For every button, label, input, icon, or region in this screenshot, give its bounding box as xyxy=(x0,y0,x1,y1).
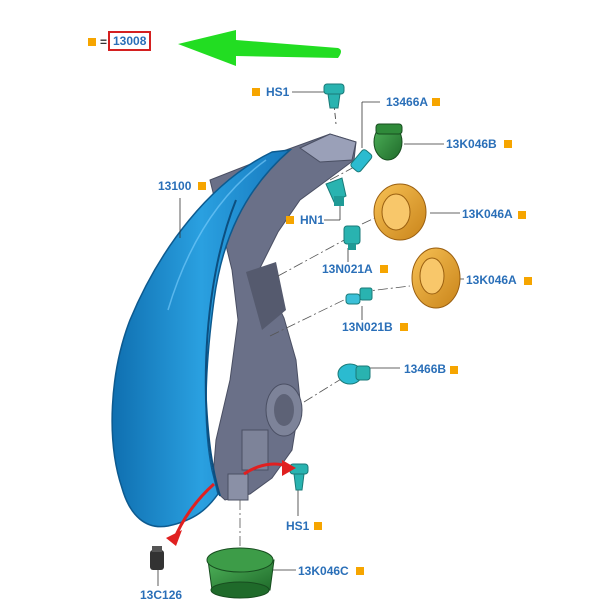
callout-marker xyxy=(314,522,322,530)
part-13n021a[interactable] xyxy=(343,225,361,250)
part-13k046a-lower[interactable] xyxy=(411,247,461,309)
callout-13k046b[interactable]: 13K046B xyxy=(446,137,497,151)
callout-marker xyxy=(400,323,408,331)
callout-13k046c[interactable]: 13K046C xyxy=(298,564,349,578)
removal-arrow-head-upper xyxy=(282,460,296,476)
callout-13n021a[interactable]: 13N021A xyxy=(322,262,373,276)
part-13k046b[interactable] xyxy=(373,123,403,161)
callout-13100[interactable]: 13100 xyxy=(158,179,192,193)
callout-13n021b[interactable]: 13N021B xyxy=(342,320,393,334)
part-13466a[interactable] xyxy=(350,148,373,173)
callout-13466a[interactable]: 13466A xyxy=(386,95,429,109)
callout-marker xyxy=(450,366,458,374)
leader-lines xyxy=(157,91,464,586)
callout-marker xyxy=(356,567,364,575)
callout-13466b[interactable]: 13466B xyxy=(404,362,447,376)
callout-13k046a-lower[interactable]: 13K046A xyxy=(466,273,517,287)
callout-13c126[interactable]: 13C126 xyxy=(140,588,183,602)
part-13k046c[interactable] xyxy=(206,547,275,599)
callout-hn1[interactable]: HN1 xyxy=(300,213,325,227)
callout-marker xyxy=(524,277,532,285)
callout-marker xyxy=(286,216,294,224)
part-13k046a-upper[interactable] xyxy=(373,183,427,241)
callout-marker xyxy=(252,88,260,96)
callout-13k046a-upper[interactable]: 13K046A xyxy=(462,207,513,221)
direction-arrow xyxy=(178,30,341,66)
headlamp-lens xyxy=(111,148,293,528)
legend-marker xyxy=(88,38,96,46)
legend-code[interactable]: 13008 xyxy=(108,31,152,51)
callout-marker xyxy=(504,140,512,148)
callout-hs1-bottom[interactable]: HS1 xyxy=(286,519,310,533)
hs1-bottom-part[interactable] xyxy=(289,463,309,491)
part-13466b[interactable] xyxy=(337,363,371,385)
callout-marker xyxy=(432,98,440,106)
part-13c126[interactable] xyxy=(150,546,164,570)
part-hn1[interactable] xyxy=(325,177,347,206)
hs1-top-part[interactable] xyxy=(323,83,345,109)
removal-arrow-head-lower xyxy=(166,530,182,546)
callout-marker xyxy=(198,182,206,190)
headlamp-housing xyxy=(209,133,357,501)
callout-marker xyxy=(518,211,526,219)
callout-marker xyxy=(380,265,388,273)
legend-equals: = xyxy=(100,35,108,49)
part-13n021b[interactable] xyxy=(345,287,373,305)
callout-hs1-top[interactable]: HS1 xyxy=(266,85,290,99)
